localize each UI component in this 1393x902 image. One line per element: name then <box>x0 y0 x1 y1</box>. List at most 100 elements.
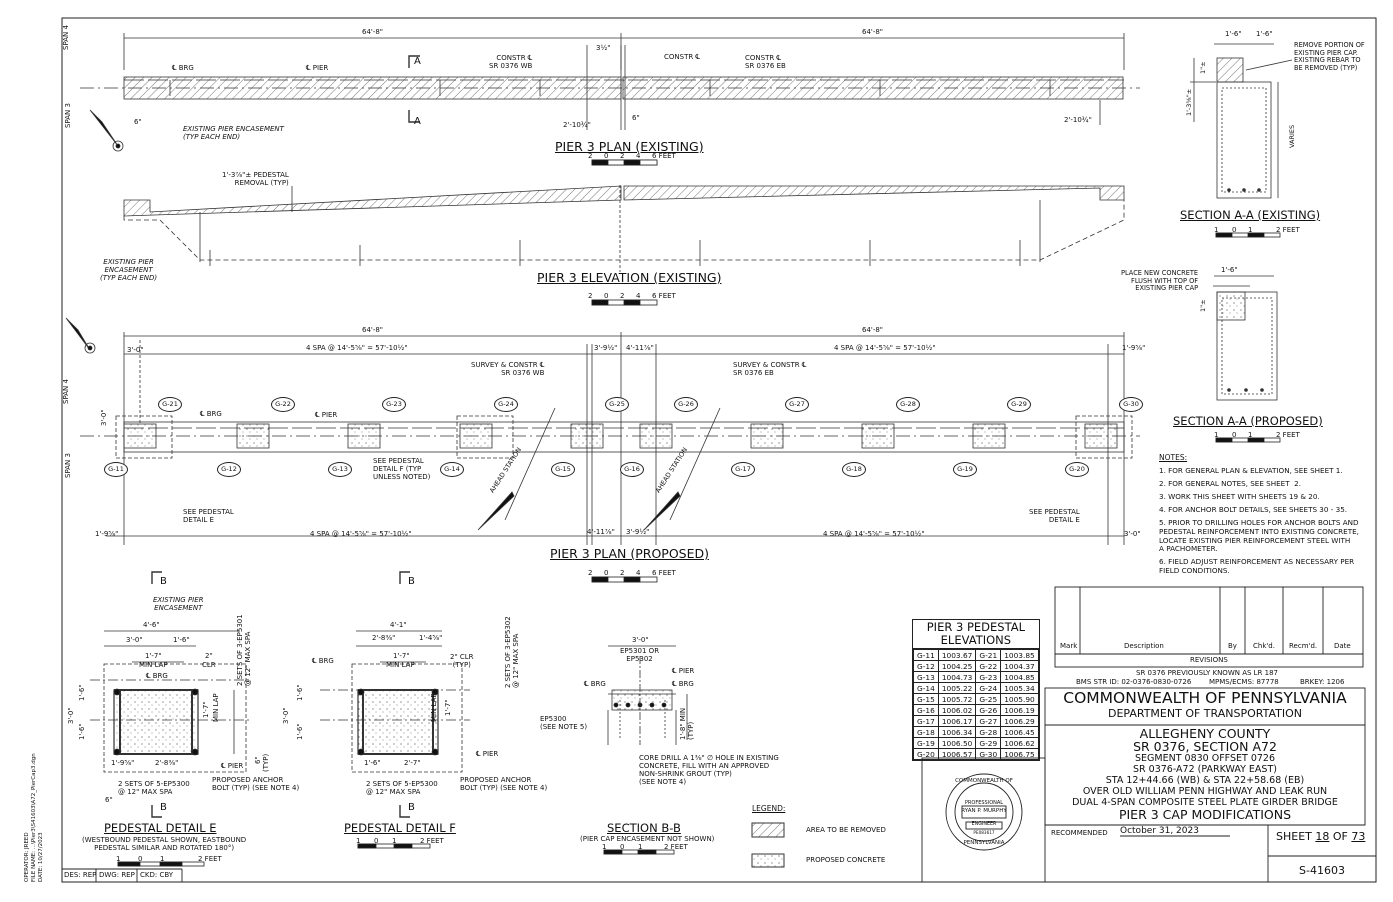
span4-label-proposed: SPAN 4 <box>62 379 70 404</box>
detail-e-1-9: 1'-9⅝" <box>111 759 135 767</box>
table-cell: G-21 <box>975 649 1002 661</box>
plan-existing-dim-right: 64'-8" <box>862 28 884 36</box>
detail-e-brg: ℄ BRG <box>146 672 168 680</box>
table-cell: 1004.25 <box>937 660 977 672</box>
note-item: 3. WORK THIS SHEET WITH SHEETS 19 & 20. <box>1159 492 1320 502</box>
tb-recommended-date: October 31, 2023 <box>1120 826 1199 836</box>
detail-f-clr: 2" CLR (TYP) <box>450 653 474 669</box>
dim-bot-4: 3'-9½" <box>626 528 650 536</box>
seal-top: COMMONWEALTH OF <box>955 778 1013 784</box>
detail-e-1-7: 1'-7" <box>145 652 162 660</box>
revision-header: Chk'd. <box>1253 642 1275 650</box>
dim-top-2: 4 SPA @ 14'-5⅝" = 57'-10½" <box>306 344 408 352</box>
table-cell: G-25 <box>975 693 1002 705</box>
plan-existing-6a: 6" <box>134 118 142 126</box>
detail-f-1-7v: 1'-7" <box>444 699 452 716</box>
plan-proposed-see-e-left: SEE PEDESTAL DETAIL E <box>183 508 234 524</box>
plan-existing-constr-eb: CONSTR ℄ SR 0376 EB <box>745 54 786 70</box>
detail-e-title: PEDESTAL DETAIL E <box>104 821 217 835</box>
detail-e-1-6v: 1'-6" <box>78 684 86 701</box>
elev-pedestal-removal: 1'-3⅞"± PEDESTAL REMOVAL (TYP) <box>222 171 289 187</box>
tb-mpms: MPMS/ECMS: 87778 <box>1209 678 1279 686</box>
footer-des: DES: REP <box>64 871 97 879</box>
revision-header: Mark <box>1060 642 1078 650</box>
sheet-border <box>61 17 1377 883</box>
table-cell: G-23 <box>975 671 1002 683</box>
bb-min: 1'-8" MIN (TYP) <box>679 707 695 740</box>
bb-caption: (PIER CAP ENCASEMENT NOT SHOWN) <box>580 835 715 843</box>
detail-e-typ: (TYP) <box>262 753 270 772</box>
plan-existing-drawing <box>80 33 1140 166</box>
note-item: 2. FOR GENERAL NOTES, SEE SHEET 2. <box>1159 479 1302 489</box>
dim-top-1: 3'-0" <box>127 346 144 354</box>
detail-f-1-7: 1'-7" <box>393 652 410 660</box>
section-bb-drawing <box>607 645 688 745</box>
table-cell: G-20 <box>913 748 939 760</box>
detail-e-existing: EXISTING PIER ENCASEMENT <box>153 596 204 612</box>
detail-f-min-lap: MIN LAP <box>386 661 415 669</box>
detail-f-1-6v2: 1'-6" <box>296 723 304 740</box>
dim-top-3: 3'-9½" <box>594 344 618 352</box>
tb-sheet-number: SHEET 18 OF 73 <box>1276 830 1366 843</box>
section-cut-a-bottom: A <box>414 116 421 127</box>
seal-eng: ENGINEER <box>971 822 997 827</box>
table-cell: G-28 <box>975 726 1002 738</box>
section-aa-existing-drawing <box>1190 43 1293 199</box>
table-cell: 1005.72 <box>937 693 977 705</box>
tb-sr: SR 0376, SECTION A72 <box>1133 739 1277 754</box>
table-cell: 1005.34 <box>1000 682 1039 694</box>
table-cell: G-15 <box>913 693 939 705</box>
detail-e-min-lap-v: MIN LAP <box>212 693 220 722</box>
table-cell: G-12 <box>913 660 939 672</box>
detail-e-4-6: 4'-6" <box>143 621 160 629</box>
sec-ex-d2: 1'-6" <box>1256 30 1273 38</box>
girder-tag: G-28 <box>896 397 920 412</box>
table-cell: G-11 <box>913 649 939 661</box>
table-cell: 1006.50 <box>937 737 977 749</box>
table-cell: G-26 <box>975 704 1002 716</box>
girder-tag: G-17 <box>731 462 755 477</box>
detail-e-3-0v: 3'-0" <box>67 707 75 724</box>
table-cell: 1003.85 <box>1000 649 1039 661</box>
sec-ex-varies: VARIES <box>1288 124 1296 148</box>
legend-stipple-swatch <box>751 853 785 868</box>
table-cell: 1006.17 <box>937 715 977 727</box>
elev-existing-encasement: EXISTING PIER ENCASEMENT (TYP EACH END) <box>100 258 158 282</box>
revision-header: Date <box>1334 642 1351 650</box>
sec-ex-1in: 1"± <box>1199 61 1207 74</box>
plan-proposed-see-e-right: SEE PEDESTAL DETAIL E <box>1029 508 1080 524</box>
plan-existing-constr-wb: CONSTR ℄ SR 0376 WB <box>489 54 533 70</box>
detail-f-4-1: 4'-1" <box>390 621 407 629</box>
sec-pr-d1: 1'-6" <box>1221 266 1238 274</box>
table-cell: 1004.37 <box>1000 660 1039 672</box>
bb-title: SECTION B-B <box>607 821 681 835</box>
span3-label: SPAN 3 <box>64 103 72 128</box>
table-cell: 1005.90 <box>1000 693 1039 705</box>
notes-list: 1. FOR GENERAL PLAN & ELEVATION, SEE SHE… <box>1159 466 1359 580</box>
table-cell: 1006.02 <box>937 704 977 716</box>
sec-pr-place-note: PLACE NEW CONCRETE FLUSH WITH TOP OF EXI… <box>1121 269 1199 293</box>
table-cell: G-17 <box>913 715 939 727</box>
table-cell: 1006.75 <box>1000 748 1039 760</box>
section-cut-a-top: A <box>414 56 421 67</box>
detail-e-2in: 2" <box>205 652 213 660</box>
plan-proposed-survey-eb: SURVEY & CONSTR ℄ SR 0376 EB <box>733 361 807 377</box>
plan-proposed-dim-right: 64'-8" <box>862 326 884 334</box>
dim-bot-5: 4 SPA @ 14'-5⅝" = 57'-10½" <box>823 530 925 538</box>
sec-pr-side: 1"± <box>1199 299 1207 312</box>
detail-f-2-7: 2'-7" <box>404 759 421 767</box>
tb-sta: STA 12+44.66 (WB) & STA 22+58.68 (EB) <box>1105 775 1305 786</box>
title-block-frame <box>62 586 1376 883</box>
table-cell: G-27 <box>975 715 1002 727</box>
girder-tag: G-30 <box>1119 397 1143 412</box>
table-cell: G-30 <box>975 748 1002 760</box>
bb-core-note: CORE DRILL A 1⅜" ∅ HOLE IN EXISTING CONC… <box>639 754 779 786</box>
detail-e-cut-bottom: B <box>160 802 167 813</box>
detail-e-1-7v: 1'-7" <box>202 701 210 718</box>
